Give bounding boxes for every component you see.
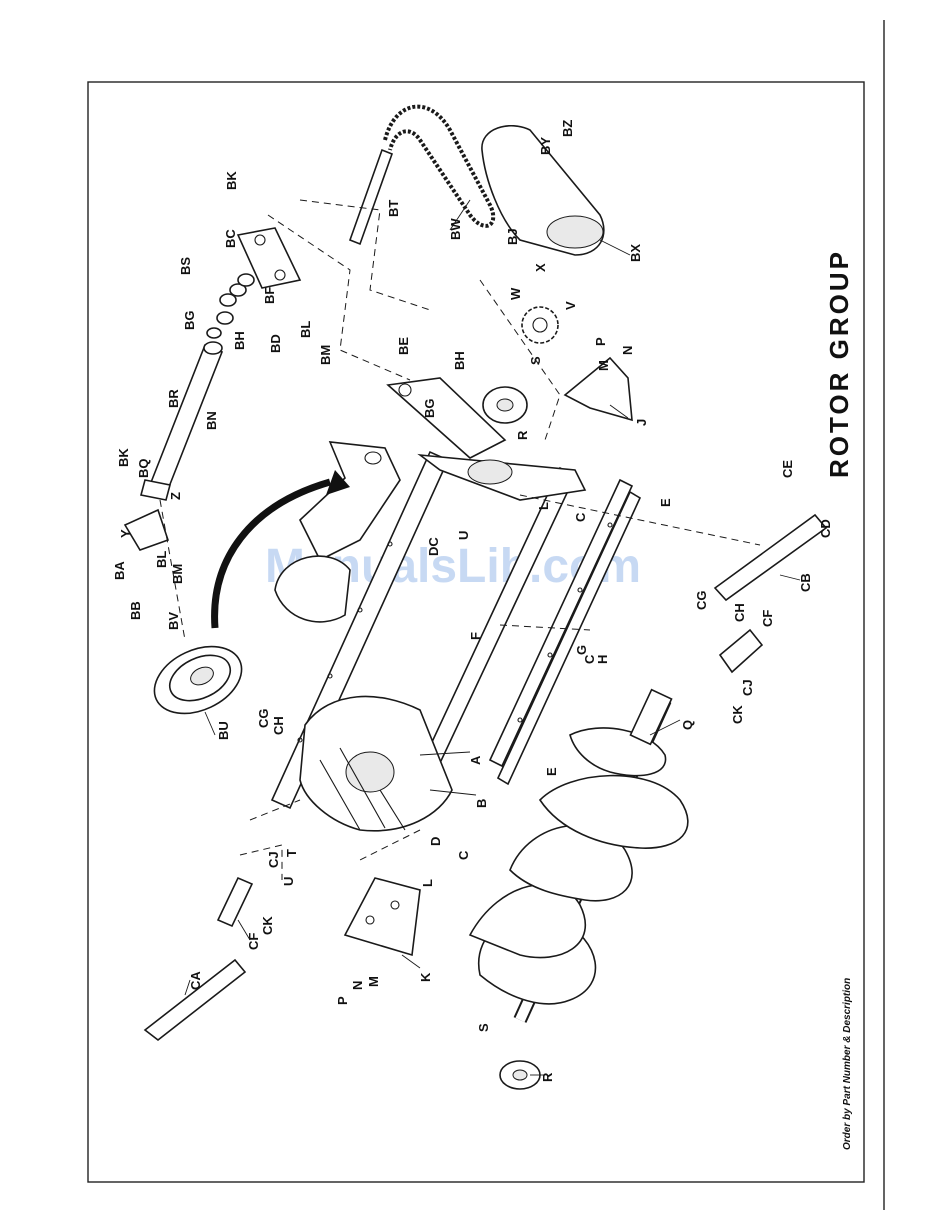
callout-bf: BF: [262, 287, 277, 304]
callout-cj: CJ: [266, 851, 281, 868]
callout-z: Z: [168, 492, 183, 500]
callout-l: L: [420, 879, 435, 887]
callout-bl: BL: [298, 321, 313, 338]
callout-be: BE: [396, 337, 411, 355]
callout-bs: BS: [178, 257, 193, 275]
callout-e: E: [544, 767, 559, 776]
callout-bv: BV: [166, 612, 181, 630]
callout-r: R: [540, 1072, 555, 1082]
callout-by: BY: [538, 137, 553, 155]
callout-bq: BQ: [136, 459, 151, 479]
callout-bh: BH: [452, 351, 467, 370]
callout-b: B: [474, 799, 489, 808]
callout-cg: CG: [694, 591, 709, 611]
callout-c: C: [456, 850, 471, 860]
callout-v: V: [563, 301, 578, 310]
callout-l: L: [536, 502, 551, 510]
callout-bh: BH: [232, 331, 247, 350]
callout-s: S: [476, 1023, 491, 1032]
callout-bk: BK: [224, 171, 239, 190]
callout-p: P: [335, 996, 350, 1005]
callout-u: U: [456, 531, 471, 540]
callout-m: M: [596, 360, 611, 371]
callout-cd: CD: [818, 519, 833, 538]
callout-ce: CE: [780, 460, 795, 478]
callout-e: E: [658, 498, 673, 507]
callout-d: D: [428, 837, 443, 846]
callout-bj: BJ: [505, 228, 520, 245]
callout-g: G: [574, 645, 589, 655]
footer-note: Order by Part Number & Description: [842, 978, 853, 1150]
callout-k: K: [418, 972, 433, 982]
callout-bb: BB: [128, 601, 143, 620]
callout-bz: BZ: [560, 120, 575, 137]
callout-bl: BL: [154, 551, 169, 568]
callout-m: M: [366, 976, 381, 987]
callout-y: Y: [118, 529, 133, 538]
diagram-title: ROTOR GROUP: [824, 249, 854, 478]
callout-x: X: [533, 263, 548, 272]
callout-r: R: [515, 430, 530, 440]
callout-cg: CG: [256, 709, 271, 729]
callout-j: J: [634, 419, 649, 426]
callout-cf: CF: [760, 610, 775, 627]
callout-u: U: [281, 877, 296, 886]
callout-ba: BA: [112, 561, 127, 580]
callout-n: N: [620, 346, 635, 355]
callout-ch: CH: [271, 716, 286, 735]
callout-q: Q: [680, 720, 695, 730]
callout-cf: CF: [246, 933, 261, 950]
callout-br: BR: [166, 389, 181, 408]
callout-bc: BC: [223, 229, 238, 248]
right-side-parts: [388, 307, 632, 458]
callout-h: H: [595, 655, 610, 664]
callout-bg: BG: [182, 311, 197, 331]
callout-t: T: [284, 849, 299, 857]
callout-ch: CH: [732, 603, 747, 622]
callout-bk: BK: [116, 448, 131, 467]
callout-cj: CJ: [740, 679, 755, 696]
callout-ck: CK: [730, 705, 745, 724]
callout-a: A: [468, 755, 483, 765]
callout-bm: BM: [170, 564, 185, 584]
callout-bn: BN: [204, 411, 219, 430]
callout-f: F: [468, 632, 483, 640]
rotor-housing: [272, 442, 640, 831]
callout-cb: CB: [798, 573, 813, 592]
callout-bm: BM: [318, 345, 333, 365]
callout-s: S: [528, 356, 543, 365]
callout-bg: BG: [422, 399, 437, 419]
callout-c: C: [573, 512, 588, 522]
callout-dc: DC: [426, 537, 441, 556]
callout-bd: BD: [268, 334, 283, 353]
callout-bt: BT: [386, 200, 401, 217]
pulley-bu: [144, 633, 253, 726]
callout-bu: BU: [216, 721, 231, 740]
callout-p: P: [593, 337, 608, 346]
callout-n: N: [350, 981, 365, 990]
callout-ck: CK: [260, 916, 275, 935]
callout-w: W: [508, 287, 523, 300]
callout-labels: A B C C C D E E F G H J K L L M M N N P …: [112, 120, 833, 1082]
callout-bx: BX: [628, 244, 643, 262]
